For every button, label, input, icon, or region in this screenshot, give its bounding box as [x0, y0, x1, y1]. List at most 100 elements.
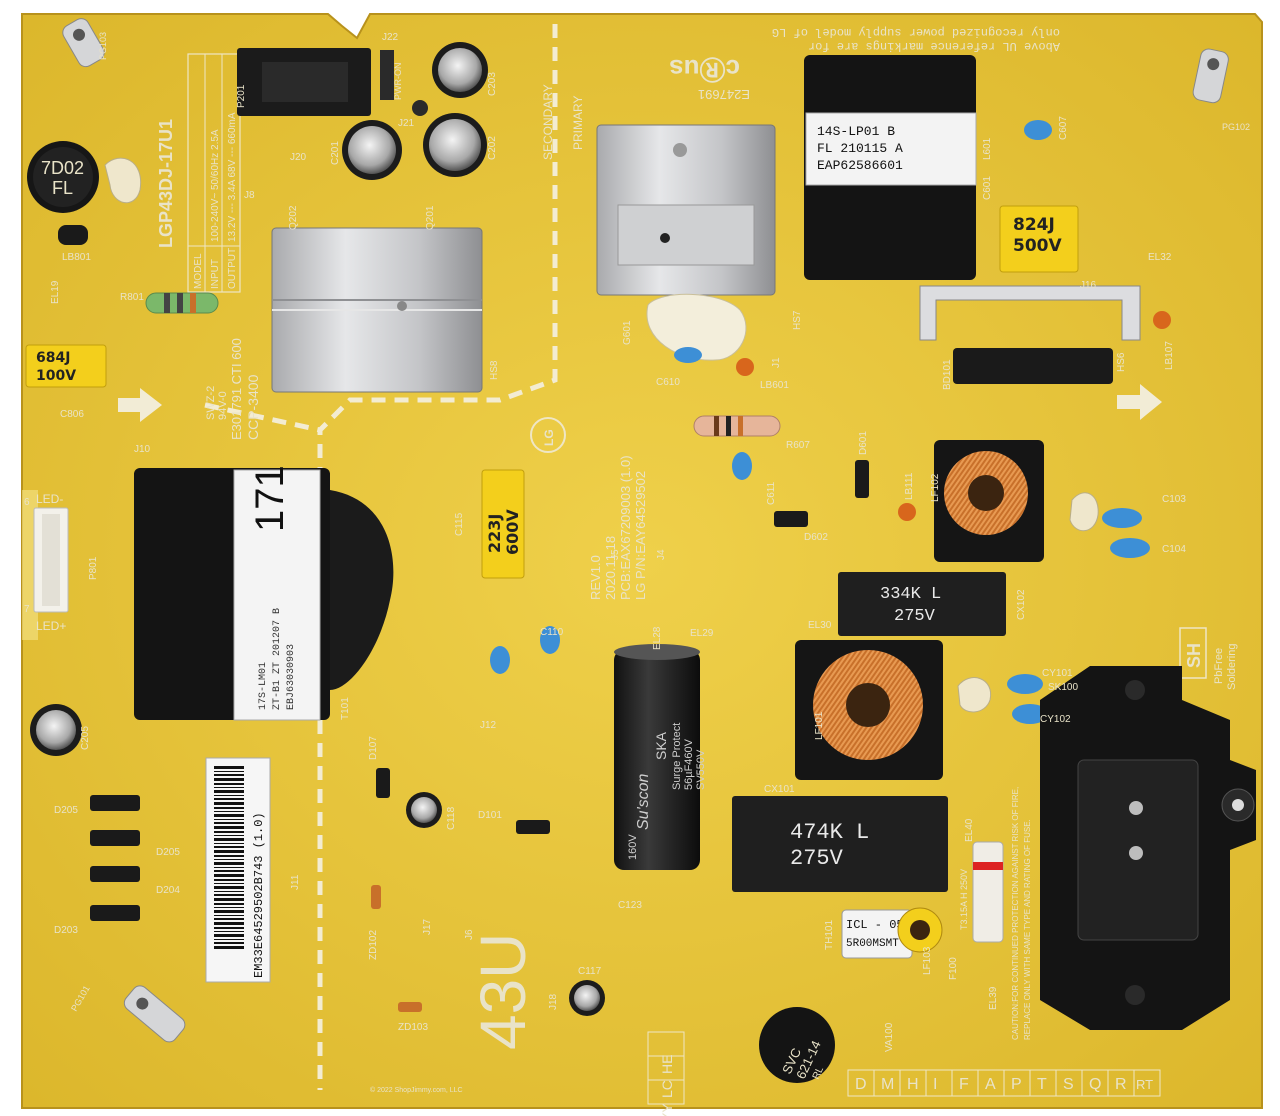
barcode-bar — [214, 807, 244, 809]
refdes-c607: C607 — [1058, 116, 1069, 140]
ul-note-line2: only recognized power supply model of LG — [772, 25, 1060, 39]
resistor-r607 — [693, 415, 781, 437]
refdes-j8: J8 — [244, 190, 255, 201]
secondary-label: SECONDARY — [541, 84, 555, 160]
refdes-t101: T101 — [340, 697, 351, 720]
refdes-g601: G601 — [622, 320, 633, 345]
barcode-bar — [214, 934, 244, 937]
electrolytic-cap-c202 — [423, 113, 487, 177]
refdes-d203: D203 — [54, 925, 78, 936]
refdes-j16: J16 — [1080, 280, 1097, 291]
barcode-bar — [214, 795, 244, 796]
sh-mark: SH PbFree Soldering — [1179, 627, 1238, 690]
refdes-bd101: BD101 — [942, 359, 953, 390]
barcode-bar — [214, 946, 244, 949]
code-grid-letter: F — [959, 1076, 969, 1093]
icl-line2: 5R00MSMT — [846, 938, 899, 950]
inductor-lf103 — [897, 907, 943, 953]
bridge-rectifier-bd101 — [919, 285, 1141, 384]
barcode-bar — [214, 931, 244, 932]
ac-power-socket-sk100 — [1040, 666, 1256, 1030]
barcode-bar — [214, 838, 244, 841]
code-grid-cell — [1133, 1069, 1161, 1097]
refdes-j6: J6 — [464, 929, 475, 940]
common-mode-choke-lf102 — [934, 440, 1044, 562]
barcode-bar — [214, 922, 244, 925]
connector-p201 — [237, 48, 371, 116]
barcode-bar — [214, 826, 244, 829]
refdes-j18: J18 — [548, 993, 559, 1010]
refdes-d107: D107 — [368, 736, 379, 760]
refdes-c601: C601 — [982, 176, 993, 200]
barcode-bar — [214, 850, 244, 853]
barcode-bar — [214, 927, 244, 929]
lg-logo: LG — [542, 429, 556, 446]
refdes-el28: EL28 — [652, 626, 663, 650]
refdes-el40: EL40 — [964, 818, 975, 842]
refdes-th101: TH101 — [824, 920, 835, 950]
spec-output-value: 13.2V --- 3.4A 68V --- 660mA — [227, 112, 238, 242]
c806-line2: 100V — [36, 368, 76, 384]
refdes-c117: C117 — [578, 966, 602, 977]
barcode-text: EM33E64529502B743 (1.0) — [252, 812, 266, 978]
refdes-j1: J1 — [771, 357, 782, 368]
copyright-text: © 2022 ShopJimmy.com, LLC — [370, 1086, 463, 1094]
refdes-d601: D601 — [858, 431, 869, 455]
barcode-bar — [214, 883, 244, 884]
lg-part-number: LG P/N:EAY64529502 — [633, 471, 648, 600]
barcode-bar — [214, 811, 244, 812]
code-grid-letter: RT — [1136, 1077, 1153, 1092]
barcode-bar — [214, 822, 244, 824]
heatsink-hs7 — [596, 124, 776, 296]
refdes-d602: D602 — [804, 532, 828, 543]
xcap-334k-line2: 275V — [894, 607, 936, 626]
refdes-lb111: LB111 — [904, 472, 915, 500]
refdes-pwr-on: PWR-ON — [393, 63, 403, 101]
code-grid-letter: P — [1011, 1076, 1022, 1093]
icl-line1: ICL - 05 — [846, 918, 904, 932]
refdes-cy101: CY101 — [1042, 668, 1073, 679]
refdes-q201: Q201 — [425, 205, 436, 230]
refdes-lb801: LB801 — [62, 252, 91, 263]
cert-block: SWZ-2 94V-0 E301791 CTI 600 CCP-3400 — [205, 338, 261, 440]
refdes-hs7: HS7 — [792, 310, 803, 330]
code-grid-letter: H — [907, 1076, 919, 1093]
cap-lb111 — [898, 503, 916, 521]
barcode-bar — [214, 787, 244, 788]
refdes-j12: J12 — [480, 720, 497, 731]
zener-zd103 — [398, 1002, 422, 1012]
ceramic-cap-c104 — [1110, 538, 1150, 558]
model-label: LGP43DJ-17U1 — [156, 119, 176, 248]
transformer-main: 14S-LP01 B FL 210115 A EAP62586601 — [804, 55, 977, 280]
bulk-cap-line4: 56µF460V — [683, 738, 695, 790]
spec-input-key: INPUT — [210, 259, 221, 289]
refdes-d204: D204 — [156, 885, 180, 896]
capacitor-small — [412, 100, 428, 116]
refdes-d101: D101 — [478, 810, 502, 821]
refdes-zd102: ZD102 — [368, 930, 379, 960]
led-connector-p801: LED- LED+ — [33, 492, 69, 633]
svc-line3: RL — [811, 1065, 827, 1082]
output-diodes — [90, 795, 140, 921]
rev-text: REV1.0 — [588, 555, 603, 600]
barcode-bar — [214, 774, 244, 776]
refdes-j17: J17 — [422, 918, 433, 935]
code-grid-letter: S — [1063, 1076, 1074, 1093]
refdes-c610: C610 — [656, 377, 680, 388]
refdes-el29: EL29 — [690, 628, 714, 639]
refdes-lb107: LB107 — [1164, 341, 1175, 370]
barcode-bar — [214, 862, 244, 865]
refdes-c118: C118 — [446, 806, 457, 830]
inductor-7d02-line2: FL — [52, 178, 73, 198]
varistor-svc: SVC 621-14 RL — [759, 1007, 835, 1083]
diode-lb801 — [58, 225, 88, 245]
barcode-bar — [214, 802, 244, 805]
spec-input-value: 100-240V~ 50/60Hz 2.5A — [210, 129, 221, 242]
caution-line1: CAUTION:FOR CONTINUED PROTECTION AGAINST… — [1011, 787, 1020, 1040]
led-plus-label: LED+ — [36, 619, 66, 633]
cap-el27 — [736, 358, 754, 376]
sh-text: SH — [1184, 643, 1204, 668]
refdes-c203: C203 — [487, 72, 498, 96]
barcode-bar — [214, 771, 244, 772]
barcode-bar — [214, 879, 244, 881]
